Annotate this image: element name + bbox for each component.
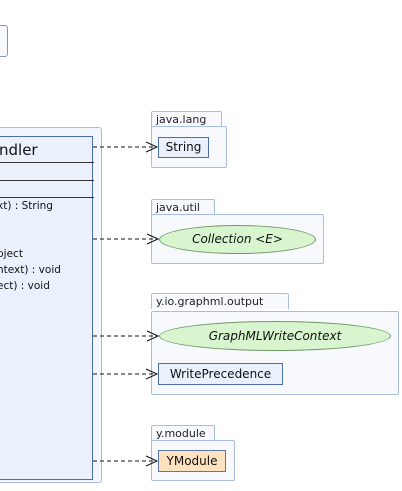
- main-class-divider-1: [0, 162, 94, 163]
- class-ymodule[interactable]: YModule: [158, 450, 226, 472]
- package-tab-java-util: java.util: [151, 199, 215, 215]
- member-3: ntext) : void: [0, 264, 61, 276]
- main-class-divider-3: [0, 197, 94, 198]
- class-write-precedence[interactable]: WritePrecedence: [158, 363, 283, 385]
- arrowhead-collection: [146, 233, 160, 245]
- interface-graphml-write-context[interactable]: GraphMLWriteContext: [159, 321, 391, 351]
- interface-collection[interactable]: Collection <E>: [159, 225, 316, 254]
- arrowhead-write-precedence: [145, 368, 159, 380]
- class-string[interactable]: String: [158, 137, 209, 158]
- arrowhead-string: [145, 141, 159, 153]
- main-class-title: ndler: [0, 141, 38, 159]
- member-2: bject: [0, 248, 23, 260]
- member-4: ect) : void: [0, 280, 50, 292]
- package-tab-y-module: y.module: [151, 425, 215, 441]
- arrowhead-ymodule: [145, 455, 159, 467]
- package-tab-java-lang: java.lang: [151, 111, 222, 127]
- arrowhead-graphml-write-context: [146, 330, 160, 342]
- main-class[interactable]: ndler xt) : String bject ntext) : void e…: [0, 136, 94, 480]
- top-fragment-box: [0, 25, 8, 57]
- package-tab-graphml-output: y.io.graphml.output: [151, 293, 289, 309]
- member-1: xt) : String: [0, 200, 53, 212]
- main-class-divider-2: [0, 180, 94, 181]
